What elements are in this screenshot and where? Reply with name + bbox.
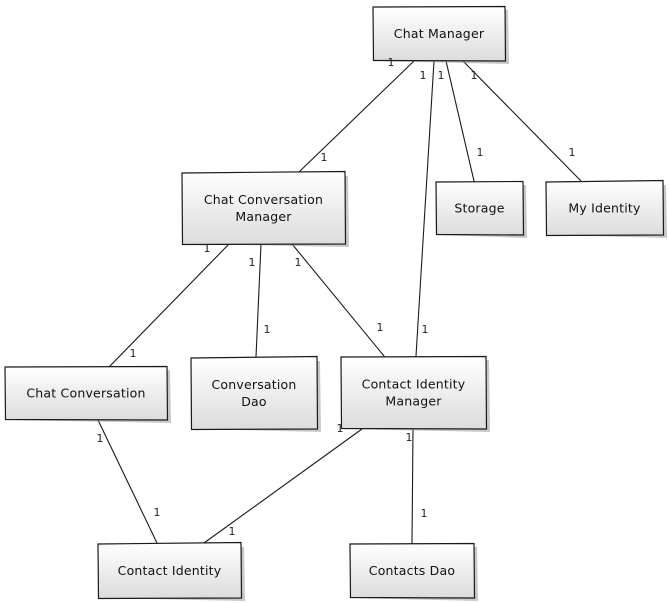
- multiplicity-contact-identity-end: 1: [229, 525, 236, 538]
- class-node-storage[interactable]: Storage: [435, 180, 527, 239]
- node-label: Conversation: [211, 377, 296, 392]
- multiplicity-contacts-dao-end: 1: [421, 507, 428, 520]
- class-node-contacts-dao[interactable]: Contacts Dao: [349, 542, 478, 602]
- multiplicity-chat-conversation-end: 1: [130, 347, 137, 360]
- multiplicity-chat-conversation-manager-end: 1: [321, 151, 328, 164]
- association-lines: [97, 60, 582, 544]
- association-chat-conversation-manager-to-chat-conversation: [109, 243, 230, 367]
- node-label: My Identity: [568, 201, 641, 216]
- association-contact-identity-manager-to-contact-identity: [203, 428, 363, 544]
- multiplicity-chat-conversation-manager-end: 1: [249, 256, 256, 269]
- node-box: [349, 542, 476, 599]
- node-box: [190, 355, 319, 431]
- multiplicity-chat-manager-end: 1: [471, 69, 478, 82]
- node-label: Storage: [454, 201, 504, 216]
- node-label: Contact Identity: [118, 563, 222, 578]
- multiplicity-chat-conversation-manager-end: 1: [295, 256, 302, 269]
- association-chat-manager-to-chat-conversation-manager: [298, 60, 415, 173]
- multiplicity-chat-manager-end: 1: [420, 69, 427, 82]
- node-label: Chat Conversation: [204, 192, 323, 207]
- multiplicity-chat-conversation-manager-end: 1: [204, 242, 211, 255]
- node-label: Dao: [241, 394, 267, 409]
- node-box: [181, 170, 347, 246]
- class-node-chat-conversation[interactable]: Chat Conversation: [4, 365, 171, 424]
- multiplicity-contact-identity-manager-end: 1: [337, 422, 344, 435]
- multiplicity-chat-conversation-end: 1: [97, 432, 104, 445]
- multiplicity-chat-manager-end: 1: [438, 69, 445, 82]
- multiplicity-my-identity-end: 1: [569, 146, 576, 159]
- node-label: Contacts Dao: [369, 563, 455, 578]
- node-box: [97, 541, 243, 600]
- association-chat-manager-to-contact-identity-manager: [415, 60, 435, 357]
- association-contact-identity-manager-to-contacts-dao: [411, 428, 414, 544]
- node-box: [372, 5, 507, 62]
- association-chat-conversation-manager-to-conversation-dao: [255, 243, 262, 358]
- class-node-contact-identity[interactable]: Contact Identity: [97, 541, 245, 602]
- multiplicity-storage-end: 1: [477, 146, 484, 159]
- multiplicity-contact-identity-end: 1: [154, 506, 161, 519]
- node-label: Manager: [385, 394, 442, 409]
- node-label: Contact Identity: [362, 377, 466, 392]
- node-label: Chat Conversation: [26, 386, 145, 401]
- node-box: [545, 179, 665, 237]
- multiplicity-conversation-dao-end: 1: [264, 323, 271, 336]
- association-chat-conversation-manager-to-contact-identity-manager: [291, 243, 385, 357]
- node-box: [435, 180, 525, 236]
- class-node-chat-manager[interactable]: Chat Manager: [372, 5, 509, 65]
- multiplicity-contact-identity-manager-end: 1: [406, 431, 413, 444]
- node-label: Manager: [235, 209, 292, 224]
- multiplicity-contact-identity-manager-end: 1: [422, 323, 429, 336]
- class-node-my-identity[interactable]: My Identity: [545, 179, 667, 239]
- association-chat-manager-to-my-identity: [462, 60, 582, 182]
- association-chat-conversation-to-contact-identity: [97, 419, 158, 544]
- multiplicity-contact-identity-manager-end: 1: [377, 321, 384, 334]
- association-chat-manager-to-storage: [445, 60, 475, 182]
- node-box: [340, 355, 488, 430]
- multiplicity-chat-manager-end: 1: [388, 56, 395, 69]
- node-box: [4, 365, 169, 421]
- node-label: Chat Manager: [394, 26, 485, 41]
